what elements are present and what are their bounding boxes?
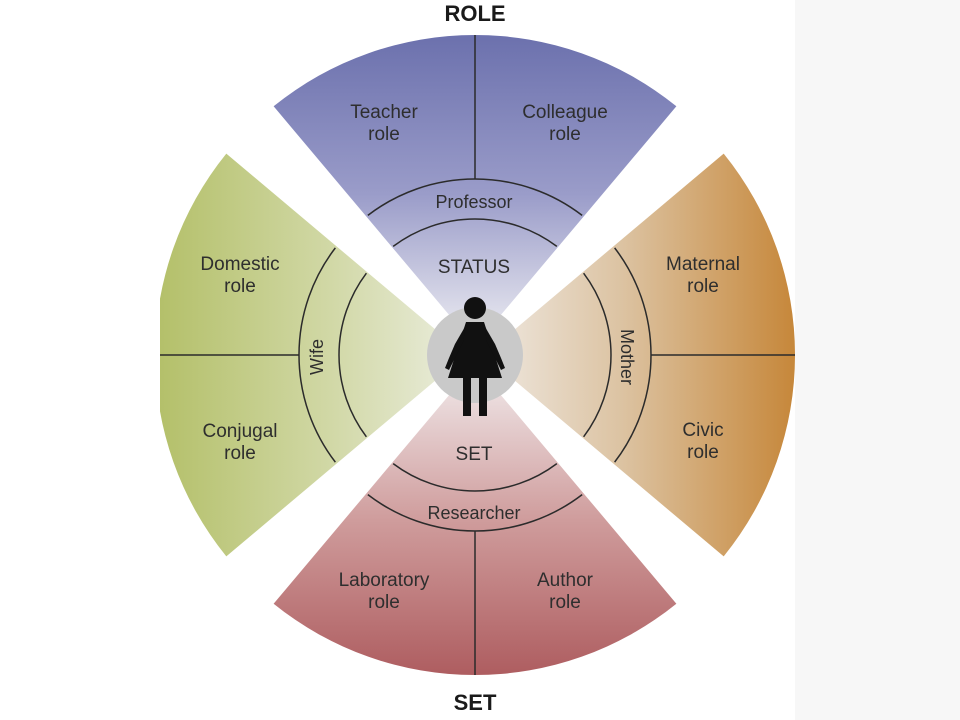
status-ring-top	[367, 178, 583, 216]
inner-ring-right	[583, 272, 612, 438]
sector-bottom	[273, 358, 677, 676]
sector-top	[273, 34, 677, 352]
ring-label-set: SET	[456, 444, 493, 465]
inner-ring-left	[338, 272, 367, 438]
status-label-mother: Mother	[617, 329, 637, 385]
background-strip	[795, 0, 960, 720]
status-label-researcher: Researcher	[427, 503, 520, 523]
diagram-title-top: ROLE	[444, 1, 506, 26]
status-ring-bottom	[367, 494, 583, 532]
diagram-title-bottom: SET	[453, 690, 497, 715]
status-ring-right	[614, 247, 652, 463]
inner-ring-bottom	[392, 463, 558, 492]
woman-icon	[445, 297, 505, 416]
sector-right	[478, 153, 795, 557]
ring-label-status: STATUS	[438, 257, 510, 278]
sector-left	[160, 153, 472, 557]
status-ring-left	[298, 247, 336, 463]
inner-ring-top	[392, 218, 558, 247]
status-label-wife: Wife	[307, 339, 327, 375]
status-label-professor: Professor	[435, 192, 512, 212]
